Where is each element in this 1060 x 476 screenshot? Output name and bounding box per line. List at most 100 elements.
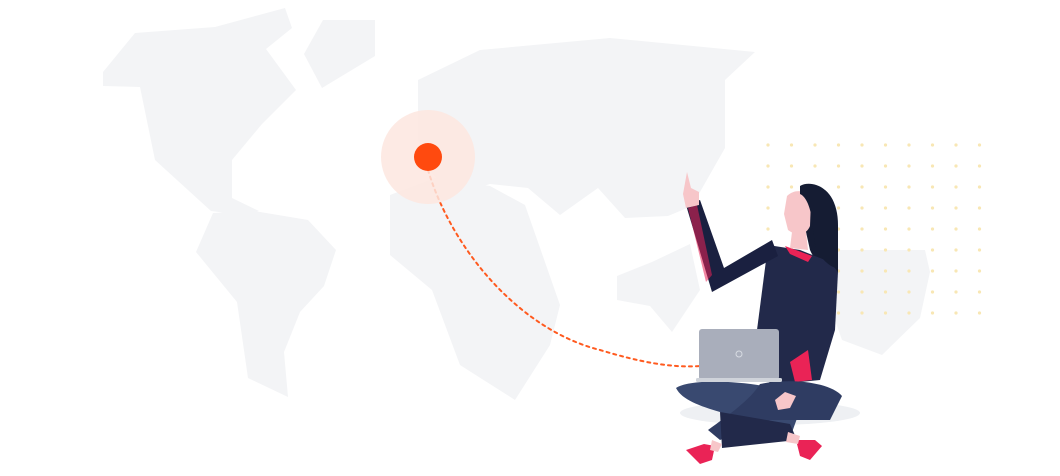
grid-dot [907,185,911,189]
grid-dot [836,206,841,210]
grid-dot [977,206,982,210]
grid-dot [883,164,888,168]
grid-dot [907,248,911,252]
grid-dot [766,185,770,189]
grid-dot [954,248,958,252]
grid-dot [883,290,888,294]
laptop-logo [735,350,743,358]
grid-dot [954,143,958,147]
grid-dot [813,164,817,168]
grid-dot [766,206,770,210]
grid-dot [860,164,864,168]
ankle [710,440,722,452]
grid-dot [954,227,958,231]
grid-dot [883,206,888,210]
grid-dot [907,227,911,231]
location-pin-icon [381,110,475,204]
grid-dot [907,290,911,294]
grid-dot [977,290,982,294]
grid-dot [977,227,982,231]
grid-dot [954,206,958,210]
grid-dot [954,290,958,294]
grid-dot [883,227,888,231]
grid-dot [789,143,794,147]
grid-dot [977,164,982,168]
grid-dot [860,227,864,231]
grid-dot [930,185,935,189]
lower-shin [720,412,797,448]
grid-dot [766,227,770,231]
grid-dot [907,311,911,315]
grid-dot [766,164,770,168]
raised-arm-highlight [688,205,712,282]
grid-dot [954,311,958,315]
grid-dot [954,269,958,273]
grid-dot [930,269,935,273]
left-foot [686,444,715,464]
grid-dot [813,143,817,147]
grid-dot [977,143,982,147]
neck [790,232,808,250]
grid-dot [930,248,935,252]
right-foot [796,440,822,460]
grid-dot [930,206,935,210]
grid-dot [883,311,888,315]
dot-grid-decoration [766,143,982,315]
grid-dot [977,311,982,315]
grid-dot [860,311,864,315]
continent-north-america [103,8,296,215]
laptop-screen [699,329,779,380]
grid-dot [907,143,911,147]
continent-africa [390,178,560,400]
pointing-hand [683,172,699,208]
grid-dot [930,164,935,168]
grid-dot [836,164,841,168]
hair-front [800,183,836,268]
grid-dot [907,269,911,273]
grid-dot [930,227,935,231]
route-path [427,169,701,368]
grid-dot [836,311,841,315]
grid-dot [766,143,770,147]
continent-south-america [196,211,336,397]
world-map-icon [103,8,930,400]
grid-dot [860,290,864,294]
grid-dot [860,143,864,147]
grid-dot [789,164,794,168]
grid-dot [977,248,982,252]
shirt-accent [785,246,812,262]
grid-dot [977,269,982,273]
laptop-hand [775,392,796,410]
grid-dot [836,185,841,189]
grid-dot [954,164,958,168]
continent-southeast-asia [617,244,700,332]
pin-core [414,143,442,171]
grid-dot [930,143,935,147]
ankle-right [786,432,800,444]
laptop-icon [696,329,796,410]
grid-dot [907,164,911,168]
grid-dot [977,185,982,189]
grid-dot [836,143,841,147]
continent-eurasia [418,38,755,218]
grid-dot [860,269,864,273]
grid-dot [860,248,864,252]
grid-dot [836,290,841,294]
continent-greenland [304,20,375,88]
continent-australia [828,250,930,355]
grid-dot [954,185,958,189]
laptop-base [696,378,782,382]
grid-dot [930,290,935,294]
face [784,191,811,235]
grid-dot [860,185,864,189]
grid-dot [883,269,888,273]
grid-dot [883,143,888,147]
grid-dot [883,185,888,189]
grid-dot [907,206,911,210]
grid-dot [883,248,888,252]
grid-dot [930,311,935,315]
grid-dot [860,206,864,210]
grid-dot [789,185,794,189]
